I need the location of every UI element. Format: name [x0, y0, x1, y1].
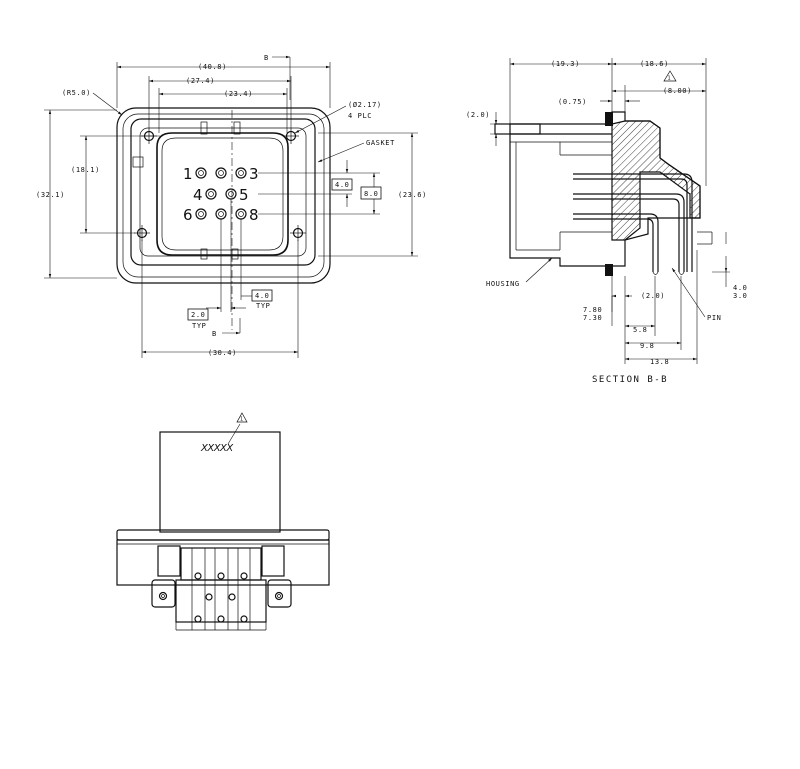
dim-hole-qty: 4 PLC	[348, 112, 372, 120]
dim-row-span-box	[360, 186, 382, 200]
dim-pos-1-label: 5.8	[633, 326, 647, 334]
mount-holes	[134, 128, 306, 241]
pin-number-4: 4	[193, 186, 203, 204]
dim-pin-pitch-x-note: TYP	[192, 322, 206, 330]
marking-note-number: 1	[240, 417, 244, 423]
latch-tab-right	[233, 121, 241, 135]
dim-left-width-label: (19.3)	[551, 60, 580, 68]
dim-flange-depth-label: (8.00)	[663, 87, 692, 95]
note-flag-number: 1	[668, 76, 672, 82]
dim-pin-ext-a: 4.0	[733, 284, 747, 292]
dim-pin-ext-b: 3.0	[733, 292, 747, 300]
dim-pin-len-b: 7.30	[583, 314, 602, 322]
housing-label: HOUSING	[486, 280, 520, 288]
dim-overall-width-label: (40.8)	[198, 63, 227, 71]
housing-outline	[130, 118, 316, 266]
latch-right	[261, 545, 285, 577]
dim-lip-label: (2.0)	[466, 111, 490, 119]
section-body-outline	[509, 111, 701, 267]
dim-radius-label: (R5.0)	[62, 89, 91, 97]
dim-pin-pitch-x-box	[187, 308, 209, 321]
key-bottom-right	[231, 248, 239, 260]
pin-number-8: 8	[249, 206, 259, 224]
pin-label: PIN	[707, 314, 721, 322]
dim-inner-height-label: (18.1)	[71, 166, 100, 174]
dim-pos-2-label: 9.8	[640, 342, 654, 350]
marking-note-flag	[236, 412, 248, 423]
section-marker-top: B	[264, 54, 269, 62]
dim-radius-leader	[92, 92, 123, 116]
dim-hole-spacing-label: (27.4)	[186, 77, 215, 85]
bottom-flange	[116, 539, 330, 586]
dim-flange-thk-label: (0.75)	[558, 98, 587, 106]
polarization-mark	[132, 156, 144, 168]
pin-block-upper	[180, 547, 262, 581]
housing-leader	[525, 257, 553, 283]
pin-number-6: 6	[183, 206, 193, 224]
dim-inner-width-label: (23.4)	[224, 90, 253, 98]
section-pins	[573, 173, 693, 275]
dim-hole-label: (Ø2.17)	[348, 101, 382, 109]
dim-pin-pitch-y-label: 4.0	[255, 292, 269, 300]
section-view: (19.3) (18.6) (0.75) (8.00) 1 (2.0) HOUS…	[466, 58, 747, 385]
dim-row-span-label: 8.0	[364, 190, 378, 198]
dim-outer-height-label: (23.6)	[398, 191, 427, 199]
dim-pin-pitch-y-box	[251, 289, 273, 302]
pin-leader	[671, 267, 706, 318]
key-bottom-left	[200, 248, 208, 260]
section-title: SECTION B-B	[592, 375, 668, 385]
flange-outline	[116, 107, 331, 284]
dim-bottom-width-label: (30.4)	[208, 349, 237, 357]
note-flag-triangle	[663, 70, 677, 82]
gasket-outline	[139, 127, 307, 257]
dim-pin-pitch-label: (2.0)	[641, 292, 665, 300]
pin-number-5: 5	[239, 186, 249, 204]
cavity-inner	[161, 137, 284, 251]
dim-pin-len-a: 7.80	[583, 306, 602, 314]
pin-cavities	[195, 167, 247, 220]
bottom-view: XXXXX 1	[116, 412, 330, 631]
part-marking: XXXXX	[200, 443, 234, 454]
bottom-pin-holes	[194, 572, 248, 623]
ear-right	[267, 579, 292, 608]
dim-pin-pitch-x-label: 2.0	[191, 311, 205, 319]
bottom-body	[159, 431, 281, 533]
front-view: 1 3 4 5 6 8 B B (40.8) (27.4) (23.4) (R5…	[36, 54, 427, 358]
cavity-outline	[156, 132, 289, 256]
dim-overall-height-label: (32.1)	[36, 191, 65, 199]
pin-number-3: 3	[249, 165, 259, 183]
ear-left	[151, 579, 176, 608]
standoff-bottom	[605, 264, 613, 276]
dim-row-pitch-label: 4.0	[335, 181, 349, 189]
standoff-top	[605, 112, 613, 126]
latch-tab-left	[200, 121, 208, 135]
section-hatch	[611, 120, 701, 241]
gasket-label: GASKET	[366, 139, 395, 147]
gasket-leader	[317, 142, 365, 163]
section-marker-bottom: B	[212, 330, 217, 338]
dim-pos-3-label: 13.8	[650, 358, 669, 366]
flange-inner-edge	[122, 113, 325, 278]
dim-right-width-label: (18.6)	[640, 60, 669, 68]
pin-number-1: 1	[183, 165, 193, 183]
dim-row-pitch-box	[331, 178, 353, 191]
section-flange-lip	[494, 123, 541, 135]
dim-pin-pitch-y-note: TYP	[256, 302, 270, 310]
latch-left	[157, 545, 181, 577]
dim-hole-leader	[294, 105, 347, 134]
